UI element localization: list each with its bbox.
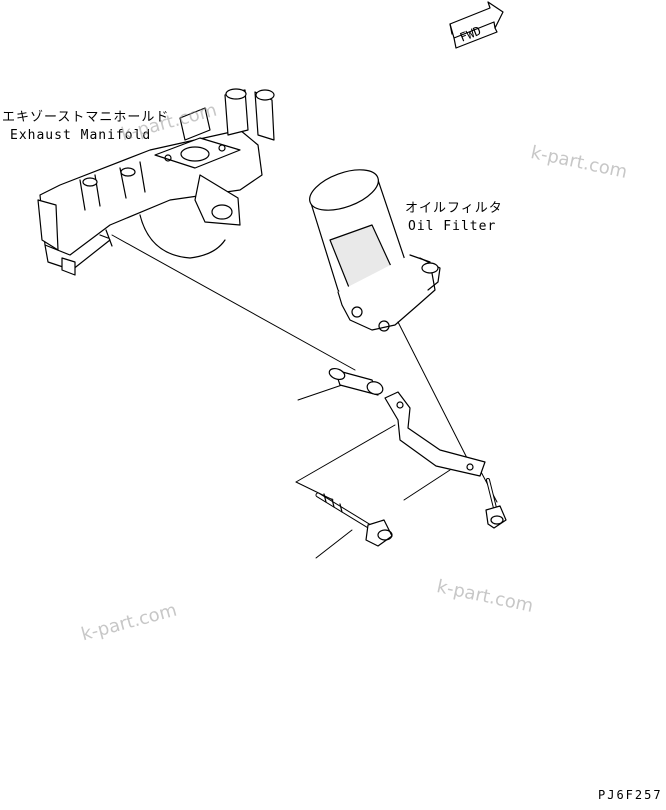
exhaust-manifold-drawing <box>37 88 275 276</box>
short-bolt-part <box>485 478 507 529</box>
leader-lines <box>111 234 498 559</box>
spacer-part <box>328 367 384 396</box>
long-bolt-part <box>315 492 393 547</box>
drawing-code: PJ6F257 <box>598 788 663 802</box>
exhaust-manifold-label-jp: エキゾーストマニホールド <box>2 110 170 125</box>
fwd-arrow: FWD <box>449 1 504 49</box>
oil-filter-label-jp: オイルフィルタ <box>405 201 503 216</box>
oil-filter-drawing <box>309 169 441 332</box>
exhaust-manifold-label-en: Exhaust Manifold <box>10 128 152 143</box>
bracket-part <box>384 391 486 477</box>
oil-filter-label-en: Oil Filter <box>408 219 497 234</box>
